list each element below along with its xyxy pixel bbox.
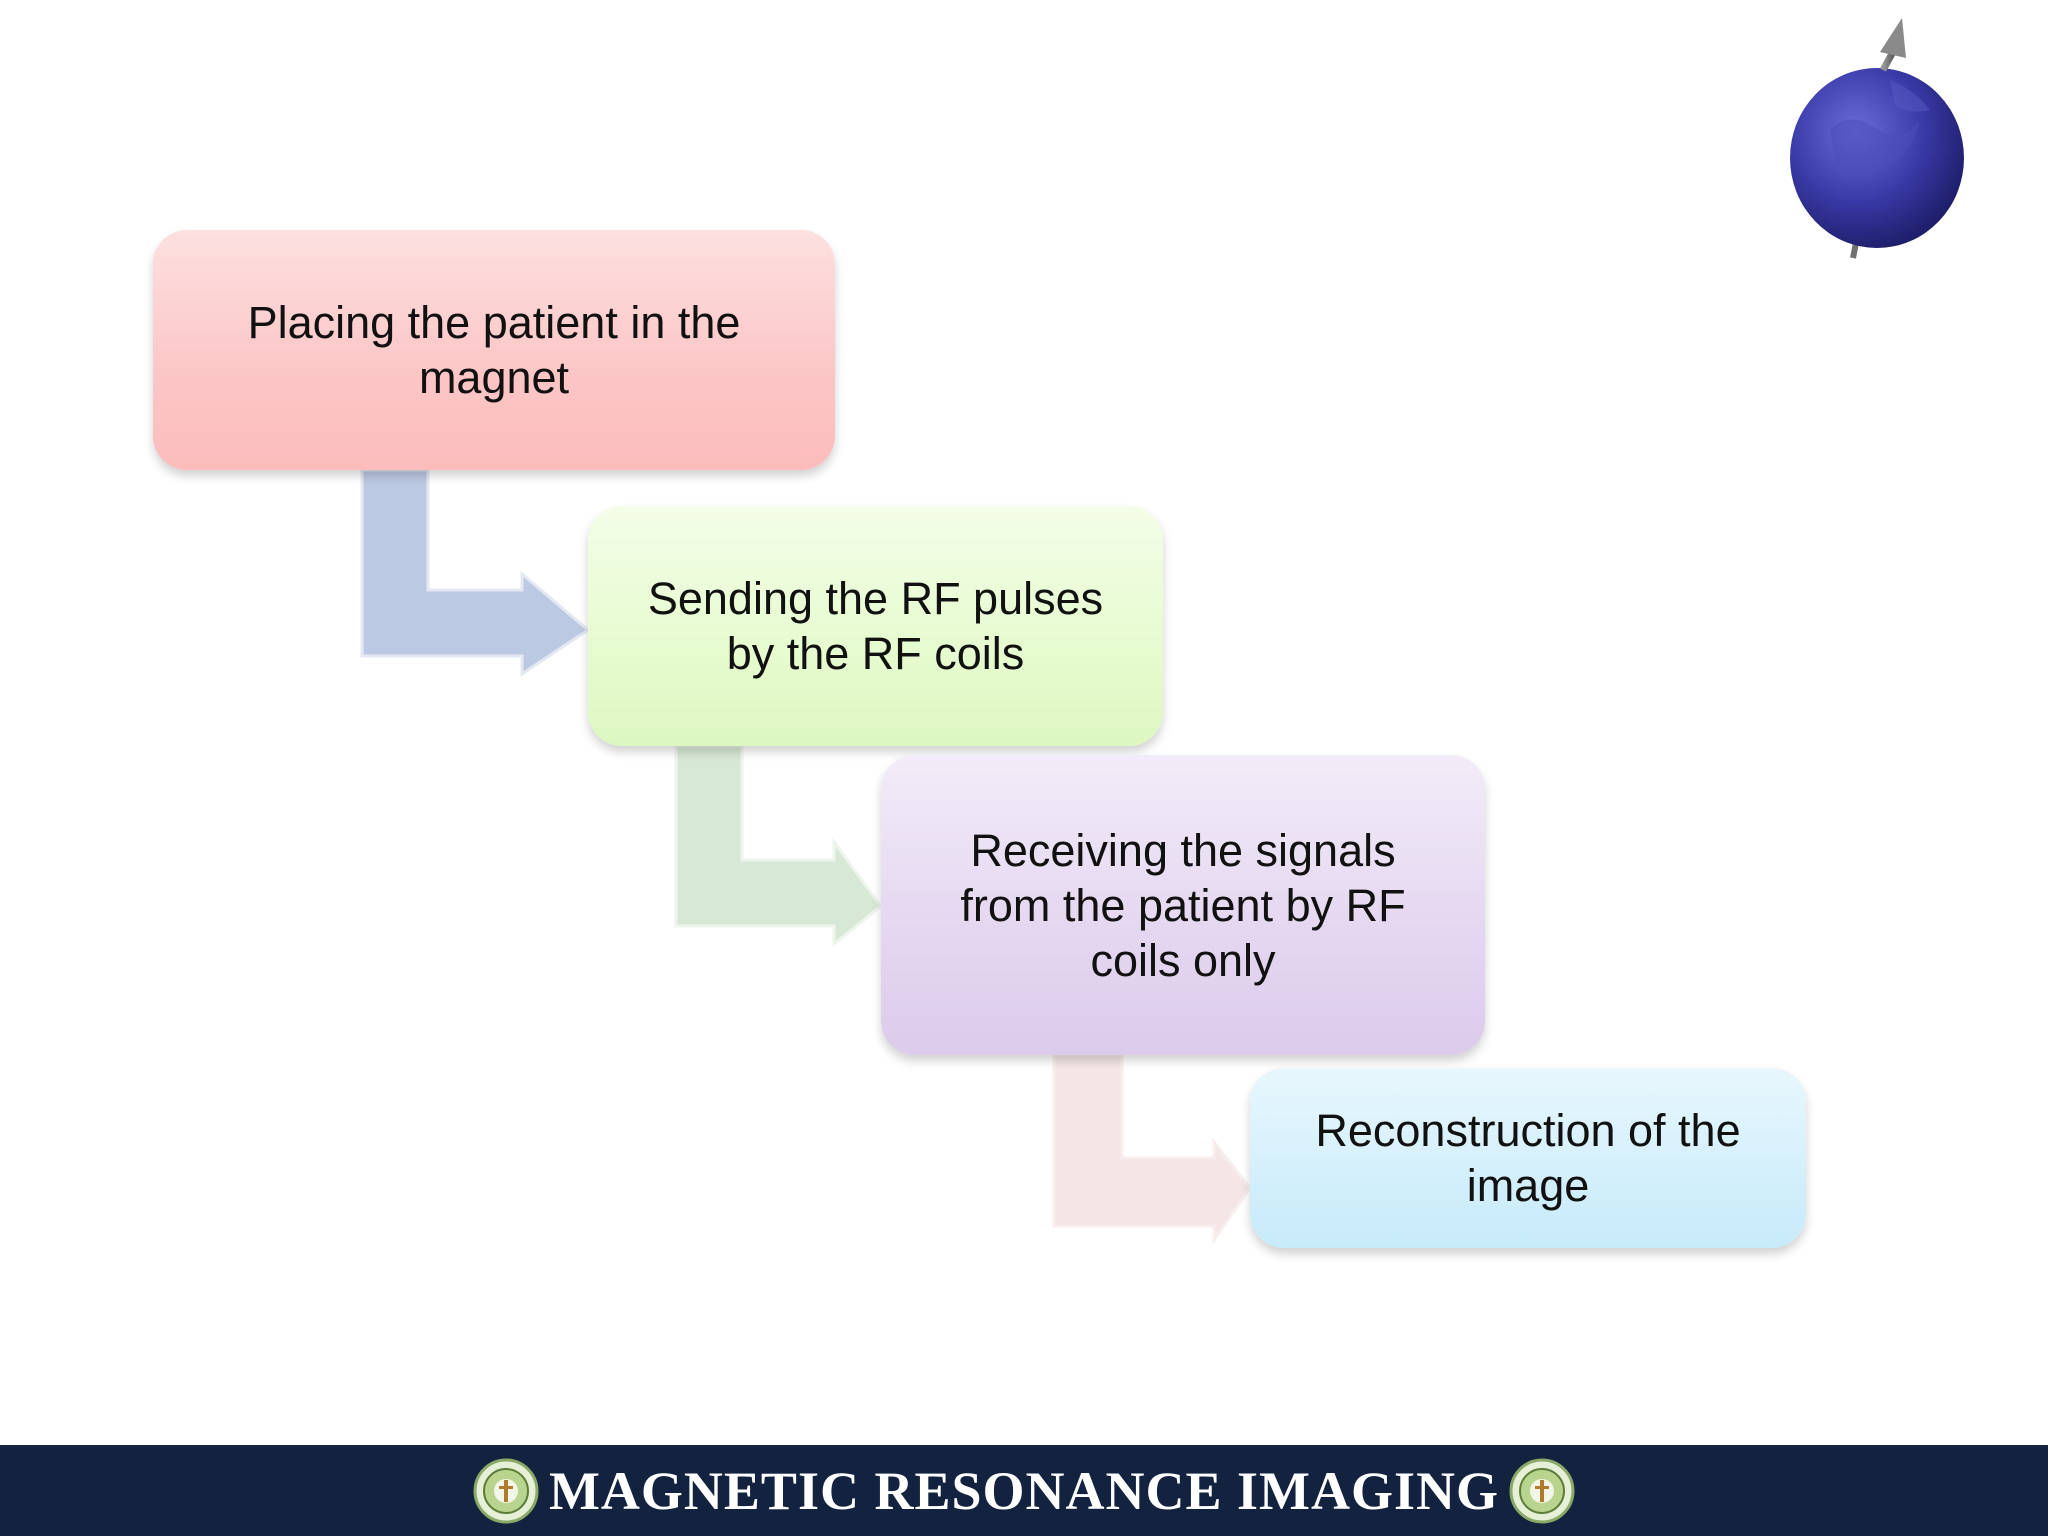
connector-arrow-3	[1052, 1053, 1252, 1245]
university-emblem-icon	[1509, 1458, 1575, 1523]
process-step-1-label: Placing the patient in the magnet	[247, 297, 741, 403]
footer-title: MAGNETIC RESONANCE IMAGING	[548, 1460, 1500, 1521]
process-step-2-label: Sending the RF pulses by the RF coils	[647, 573, 1104, 679]
connector-arrow-1	[360, 468, 591, 677]
process-step-4: Reconstruction of the image	[1250, 1068, 1806, 1248]
process-step-3: Receiving the signals from the patient b…	[881, 755, 1485, 1055]
university-emblem-icon	[473, 1458, 539, 1523]
process-step-2: Sending the RF pulses by the RF coils	[588, 506, 1163, 746]
spinning-proton-globe-icon	[1780, 10, 1970, 270]
process-step-1: Placing the patient in the magnet	[153, 230, 835, 470]
connector-arrow-2	[674, 744, 884, 948]
footer-banner: MAGNETIC RESONANCE IMAGING	[0, 1445, 2048, 1536]
process-step-3-label: Receiving the signals from the patient b…	[960, 824, 1406, 986]
process-step-4-label: Reconstruction of the image	[1315, 1105, 1741, 1211]
